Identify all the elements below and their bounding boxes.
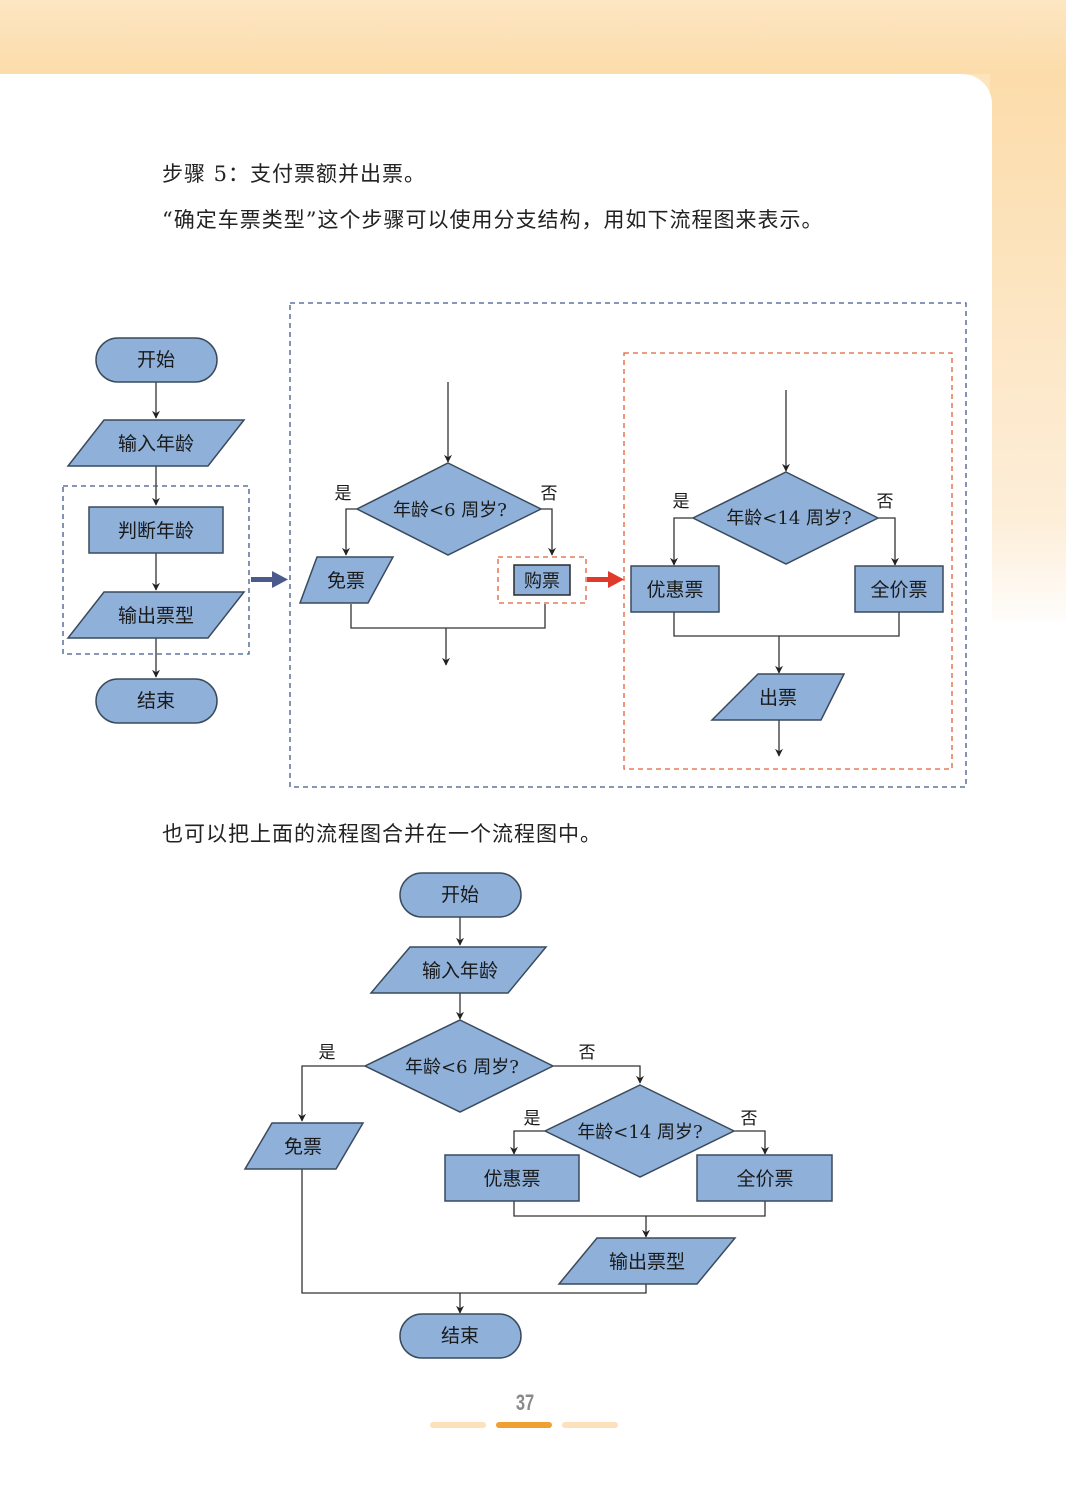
flow4-start-label: 开始 <box>441 884 479 906</box>
flow2-buy-label: 购票 <box>524 571 560 592</box>
flow4-decision2-label: 年龄<14 周岁? <box>577 1122 702 1143</box>
flow1-end-label: 结束 <box>137 690 175 712</box>
flow1-judge-node: 判断年龄 <box>88 506 224 554</box>
flow4-connectors <box>298 917 769 1314</box>
flow4-decision2-node: 年龄<14 周岁? <box>543 1084 736 1178</box>
flow2-buy-highlight-box <box>497 556 587 604</box>
flow4-start-node: 开始 <box>399 872 522 918</box>
flow1-output-label: 输出票型 <box>118 605 194 627</box>
flow1-input-node: 输入年龄 <box>66 419 246 467</box>
flow4-input-node: 输入年龄 <box>369 946 548 994</box>
flow3-discount-label: 优惠票 <box>646 579 703 601</box>
flow1-start-label: 开始 <box>137 349 175 371</box>
expand-arrow-red-icon <box>587 571 624 588</box>
flow2-connectors <box>342 382 556 666</box>
flow4-decision1-label: 年龄<6 周岁? <box>405 1057 519 1078</box>
flow4-yes2-label: 是 <box>524 1109 541 1129</box>
flow3-discount-node: 优惠票 <box>630 565 720 613</box>
flow3-decision-node: 年龄<14 周岁? <box>691 471 880 565</box>
flow1-end-node: 结束 <box>95 678 218 724</box>
flow4-end-label: 结束 <box>441 1325 479 1347</box>
header-band <box>0 0 1066 74</box>
page-bar-right <box>562 1422 618 1428</box>
flow4-no1-label: 否 <box>579 1043 596 1063</box>
flow4-output-node: 输出票型 <box>557 1237 737 1285</box>
side-band <box>990 74 1066 634</box>
flow4-free-node: 免票 <box>243 1122 365 1170</box>
intro-text: “确定车票类型”这个步骤可以使用分支结构，用如下流程图来表示。 <box>162 208 824 232</box>
page-bar-left <box>430 1422 486 1428</box>
flow4-input-label: 输入年龄 <box>422 960 498 982</box>
flow1-start-node: 开始 <box>95 337 218 383</box>
flow4-no2-label: 否 <box>741 1109 758 1129</box>
step5-text: 步骤 5：支付票额并出票。 <box>162 162 427 186</box>
flow4-decision1-node: 年龄<6 周岁? <box>363 1019 555 1113</box>
flow1-input-label: 输入年龄 <box>118 433 194 455</box>
flow4-free-label: 免票 <box>284 1136 322 1158</box>
flow1-judge-label: 判断年龄 <box>118 520 194 542</box>
flow4-discount-label: 优惠票 <box>483 1168 540 1190</box>
flow4-discount-node: 优惠票 <box>444 1154 580 1202</box>
flow3-full-node: 全价票 <box>854 565 944 613</box>
page-number: 37 <box>515 1390 535 1415</box>
flow3-issue-node: 出票 <box>710 673 846 721</box>
flow3-full-label: 全价票 <box>870 579 927 601</box>
flow3-no-label: 否 <box>877 492 894 512</box>
flow4-yes1-label: 是 <box>319 1043 336 1063</box>
flow1-highlight-box <box>62 485 250 655</box>
flow3-decision-label: 年龄<14 周岁? <box>726 508 851 529</box>
flow4-full-node: 全价票 <box>696 1154 833 1202</box>
flow4-end-node: 结束 <box>399 1313 522 1359</box>
flow2-free-label: 免票 <box>327 570 365 592</box>
flow2-no-label: 否 <box>541 484 558 504</box>
flow4-output-label: 输出票型 <box>609 1251 685 1273</box>
flow1-output-node: 输出票型 <box>66 591 246 639</box>
flow4-full-label: 全价票 <box>736 1168 793 1190</box>
flow2-decision-node: 年龄<6 周岁? <box>355 462 543 556</box>
flow2-decision-label: 年龄<6 周岁? <box>393 500 507 521</box>
flow2-yes-label: 是 <box>335 484 352 504</box>
flow3-issue-label: 出票 <box>759 687 797 709</box>
flow3-connectors <box>670 390 900 757</box>
flow3-yes-label: 是 <box>673 492 690 512</box>
flow2-buy-node: 购票 <box>513 564 571 596</box>
flow2-outer-box <box>289 302 967 788</box>
expand-arrow-blue-icon <box>251 571 288 588</box>
page-bar-active <box>496 1422 552 1428</box>
flow3-box <box>623 352 953 770</box>
flow2-free-node: 免票 <box>298 556 395 604</box>
merge-note-text: 也可以把上面的流程图合并在一个流程图中。 <box>162 822 602 846</box>
